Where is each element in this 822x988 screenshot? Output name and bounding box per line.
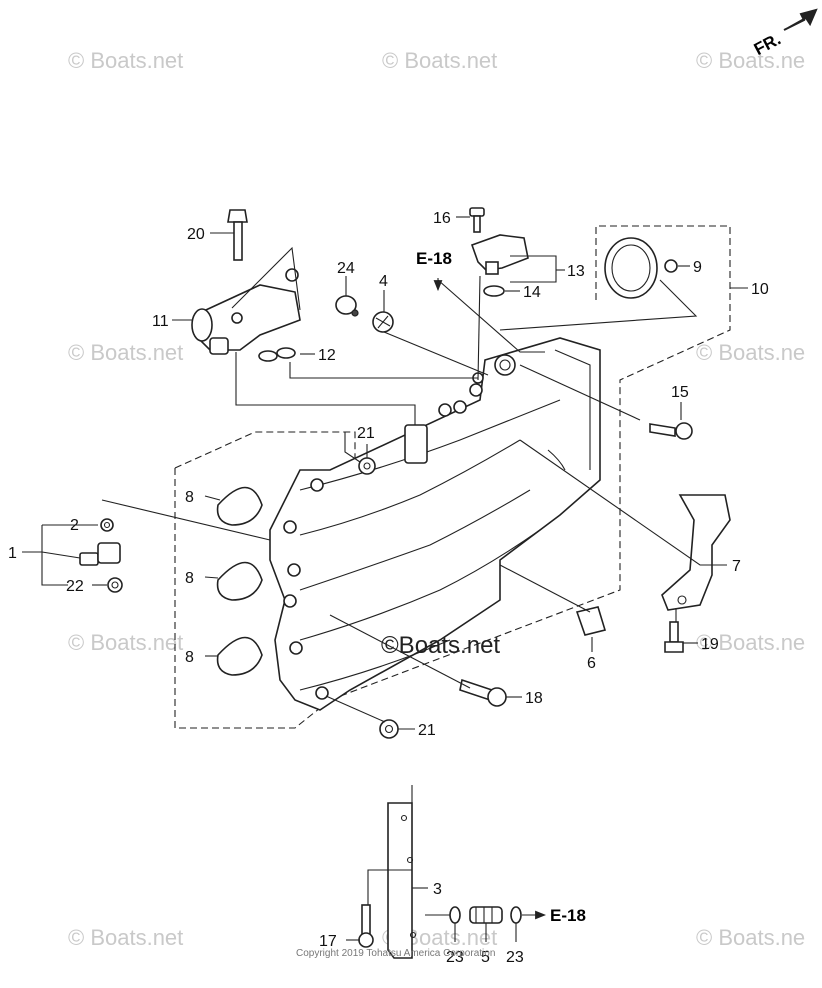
map-sensor-part-13	[470, 234, 529, 275]
fitting-part-5	[469, 906, 503, 924]
clip-part-6	[575, 606, 607, 636]
assembly-outline	[174, 225, 731, 729]
watermark: © Boats.ne	[696, 48, 805, 73]
callout-19: 19	[701, 636, 719, 653]
sensor-part-1	[79, 542, 121, 566]
callout-23-right: 23	[506, 949, 524, 966]
callout-12: 12	[318, 347, 336, 364]
bolt-part-18	[459, 678, 507, 707]
callout-21-upper: 21	[357, 425, 375, 442]
gasket-part-9	[604, 237, 678, 299]
callout-16: 16	[433, 210, 451, 227]
plate-part-3	[387, 802, 417, 959]
front-arrow-icon	[783, 8, 818, 31]
oring-part-14	[483, 285, 505, 297]
bracket-part-7	[661, 494, 731, 611]
callout-18: 18	[525, 690, 543, 707]
callout-14: 14	[523, 284, 541, 301]
callout-24: 24	[337, 260, 355, 277]
cap-part-24	[335, 295, 359, 317]
callout-20: 20	[187, 226, 205, 243]
callout-11: 11	[152, 313, 169, 330]
bolt-part-20	[227, 209, 248, 261]
callout-21-lower: 21	[418, 722, 436, 739]
callout-22: 22	[66, 578, 84, 595]
nut-part-21-lower	[379, 719, 399, 739]
callouts: 20 11 12 24 4 16 E-18 13 14 9 10 15 21 8…	[8, 210, 769, 966]
washer-part-2	[100, 518, 114, 532]
washer-part-22	[107, 577, 123, 593]
bolt-part-15	[649, 422, 693, 440]
watermark: © Boats.ne	[696, 340, 805, 365]
center-watermark: ©Boats.net	[381, 632, 500, 659]
watermark: © Boats.net	[68, 340, 183, 365]
throttle-body-part-11	[191, 268, 301, 355]
gaskets-part-8	[216, 486, 263, 676]
washer-part-23-right	[510, 906, 522, 924]
callout-9: 9	[693, 259, 702, 276]
intake-manifold	[269, 337, 601, 711]
callout-10: 10	[751, 281, 769, 298]
callout-7: 7	[732, 558, 741, 575]
bolt-part-19	[664, 621, 684, 653]
watermark: © Boats.net	[382, 48, 497, 73]
callout-8-c: 8	[185, 649, 194, 666]
orings-part-12	[258, 347, 296, 362]
copyright-text: Copyright 2019 Tohatsu America Corporati…	[296, 948, 495, 959]
reference-e18-upper: E-18	[416, 249, 452, 268]
callout-8-b: 8	[185, 570, 194, 587]
watermark: © Boats.net	[68, 48, 183, 73]
callout-13: 13	[567, 263, 585, 280]
callout-3: 3	[433, 881, 442, 898]
callout-6: 6	[587, 655, 596, 672]
callout-4: 4	[379, 273, 388, 290]
callout-1: 1	[8, 545, 17, 562]
watermark: © Boats.net	[68, 630, 183, 655]
callout-23-left: 23	[446, 949, 464, 966]
watermark: © Boats.ne	[696, 630, 805, 655]
callout-8-a: 8	[185, 489, 194, 506]
callout-17: 17	[319, 933, 337, 950]
callout-2: 2	[70, 517, 79, 534]
callout-5: 5	[481, 949, 490, 966]
watermark: © Boats.net	[68, 925, 183, 950]
washer-part-23-left	[449, 906, 461, 924]
watermark: © Boats.ne	[696, 925, 805, 950]
nut-part-21-upper	[358, 457, 376, 475]
screw-part-16	[469, 207, 485, 233]
bolt-part-17	[358, 904, 374, 948]
leader-lines	[22, 216, 748, 942]
callout-15: 15	[671, 384, 689, 401]
sensor-part-4	[372, 311, 394, 333]
reference-e18-lower: E-18	[550, 906, 586, 925]
